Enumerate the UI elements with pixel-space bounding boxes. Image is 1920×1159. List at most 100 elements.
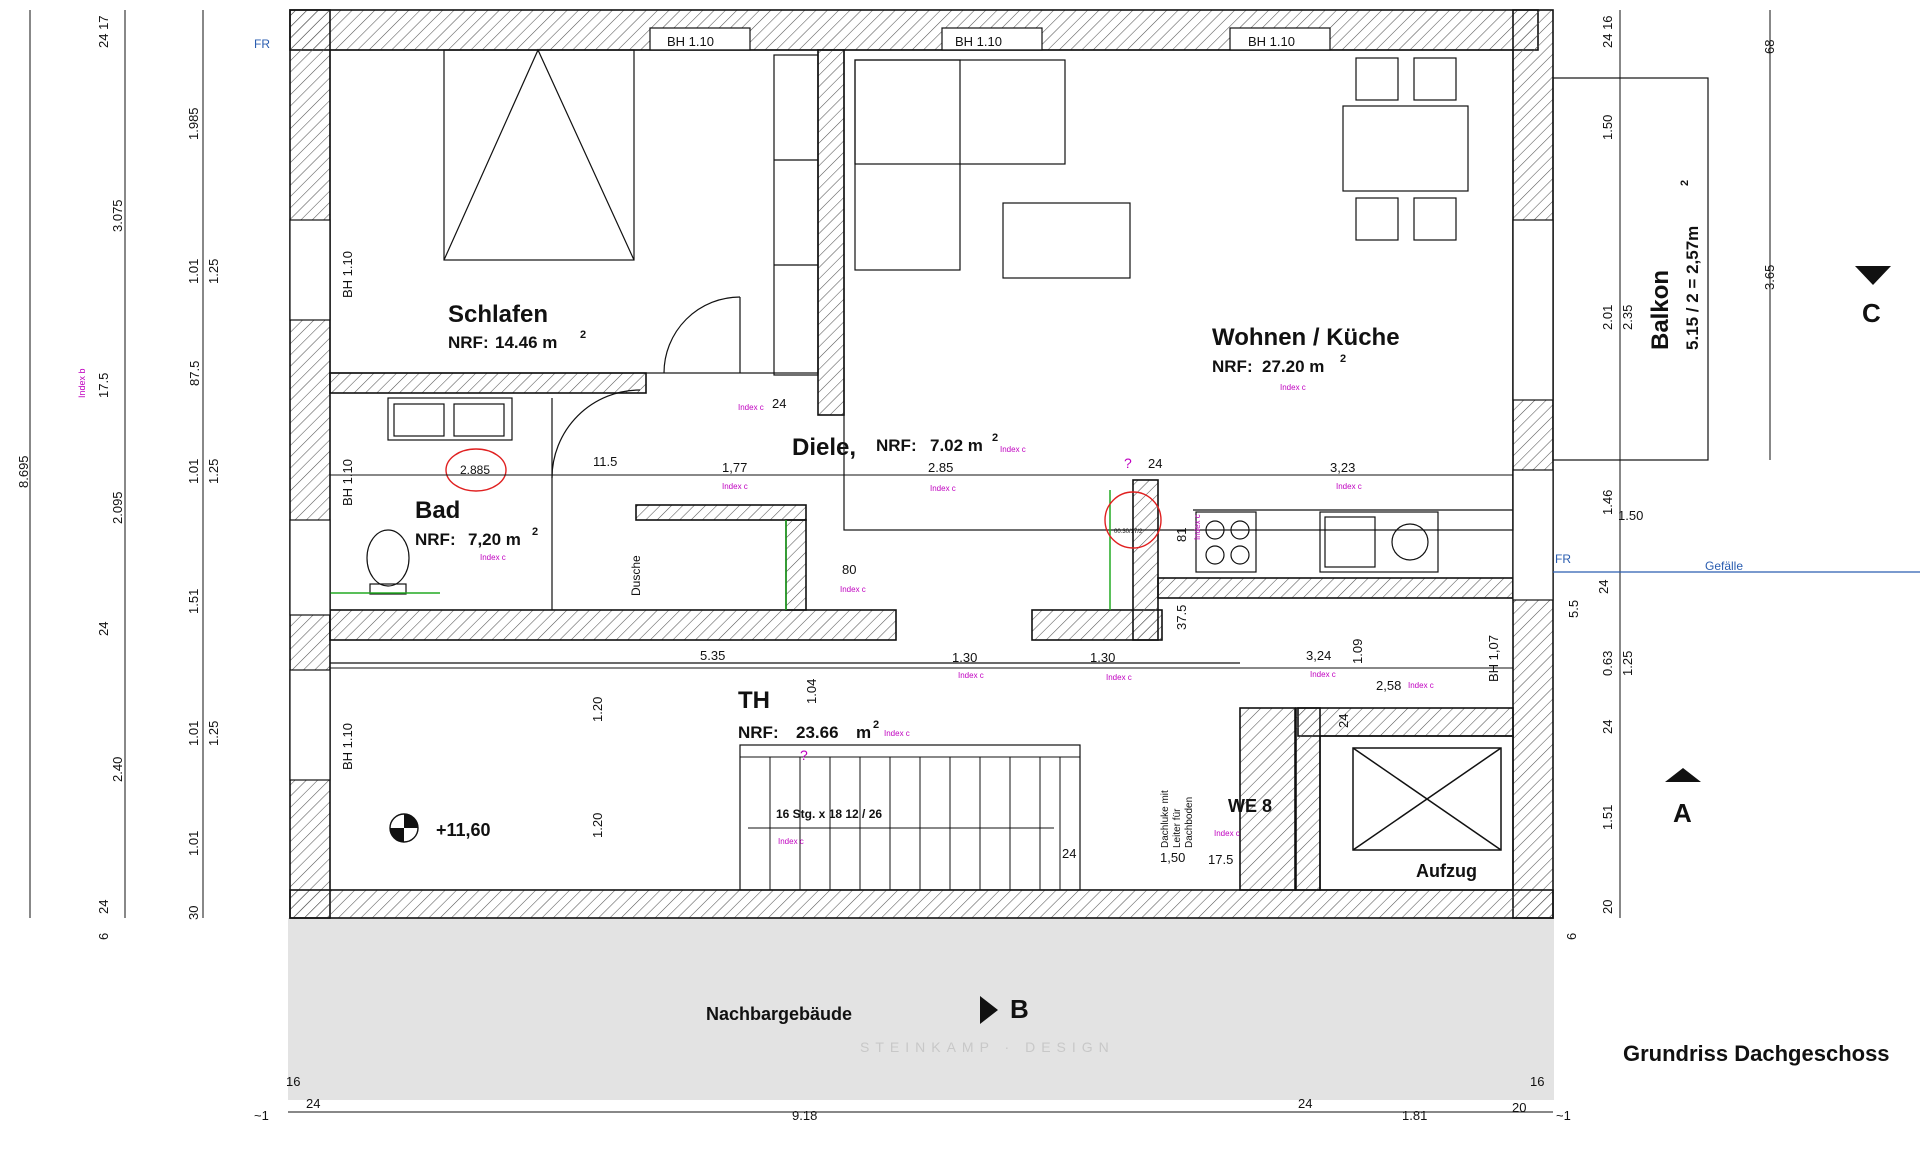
stair-treads xyxy=(740,756,1080,890)
index-c-8: Index c xyxy=(840,585,866,594)
index-c-6: Index c xyxy=(1336,482,1362,491)
left-inner-dim-10: 1.25 xyxy=(206,721,221,746)
dim-3-24: 3,24 xyxy=(1306,648,1331,663)
room-area-sup-th: 2 xyxy=(873,719,879,731)
question-mark-2: ? xyxy=(800,747,808,763)
dim-1-30b: 1.30 xyxy=(1090,650,1115,665)
dim-2-85: 2.85 xyxy=(928,460,953,475)
room-area-unit-th: m xyxy=(856,723,871,742)
left-inner-dim-2: 1.01 xyxy=(186,259,201,284)
elevator-shaft xyxy=(1319,735,1514,891)
room-area-diele: 7.02 m xyxy=(930,436,983,455)
bottom-dim-5: 1.81 xyxy=(1402,1108,1427,1123)
room-name-wohnen: Wohnen / Küche xyxy=(1212,324,1400,351)
index-c-5: Index c xyxy=(930,484,956,493)
dim-1-20a: 1.20 xyxy=(590,697,605,722)
left-inner-dim-1: 1.985 xyxy=(186,107,201,140)
dim-2-58: 2,58 xyxy=(1376,678,1401,693)
left-inner-dim-9: 1.01 xyxy=(186,721,201,746)
index-c-10: Index c xyxy=(1106,673,1132,682)
right-dim-11: 1.51 xyxy=(1600,805,1615,830)
bottom-dim-4: 24 xyxy=(1298,1096,1312,1111)
bottom-dim-8: ~1 xyxy=(254,1108,269,1123)
left-dim-4: 2.095 xyxy=(110,491,125,524)
red-markers xyxy=(445,448,1162,549)
window-label-side-3: BH 1.10 xyxy=(340,723,355,770)
dim-81: 81 xyxy=(1174,528,1189,542)
left-dim-bottom: 6 xyxy=(96,933,111,940)
index-c-12: Index c xyxy=(1408,681,1434,690)
index-c-15: Index c xyxy=(1214,829,1240,838)
right-dim-5: 1.46 xyxy=(1600,490,1615,515)
question-mark-1: ? xyxy=(1124,455,1132,471)
section-mark-c: C xyxy=(1862,298,1881,328)
left-dim-1: 24 17 xyxy=(96,15,111,48)
section-mark-a: A xyxy=(1673,798,1692,828)
fr-label-top: FR xyxy=(254,37,270,51)
room-area-bad: 7,20 m xyxy=(468,530,521,549)
index-c-1: Index c xyxy=(738,403,764,412)
bottom-dim-2: 24 xyxy=(306,1096,320,1111)
green-lines xyxy=(330,490,1111,610)
room-name-balkon: Balkon xyxy=(1647,270,1674,350)
index-c-2: Index c xyxy=(1280,383,1306,392)
dim-2-885: 2.885 xyxy=(460,463,490,477)
index-c-3: Index c xyxy=(1000,445,1026,454)
stairs-label: 16 Stg. x 18 12 / 26 xyxy=(776,807,882,821)
index-c-16: Index c xyxy=(1193,514,1202,540)
dim-37-5: 37.5 xyxy=(1174,605,1189,630)
furniture xyxy=(366,48,1513,891)
window-label-side-right: BH 1,07 xyxy=(1486,635,1501,682)
roof-hatch-line-3: Dachboden xyxy=(1184,797,1195,848)
section-mark-b: B xyxy=(1010,994,1029,1024)
dim-5-35: 5.35 xyxy=(700,648,725,663)
room-nrf-label-schlafen: NRF: xyxy=(448,333,489,352)
room-nrf-label-th: NRF: xyxy=(738,723,779,742)
dim-1-50: 1,50 xyxy=(1160,850,1185,865)
level-mark: +11,60 xyxy=(436,820,491,840)
roof-hatch-line-2: Leiter für xyxy=(1172,808,1183,848)
room-area-sup-schlafen: 2 xyxy=(580,329,586,341)
room-area-sup-wohnen: 2 xyxy=(1340,353,1346,365)
room-name-we8: WE 8 xyxy=(1228,796,1272,816)
window-label-top-2: BH 1.10 xyxy=(955,34,1002,49)
left-index-b: Index b xyxy=(77,368,87,398)
right-dim-6: 24 xyxy=(1596,580,1611,594)
left-dim-3: 87.5 xyxy=(187,361,202,386)
dim-1-20b: 1.20 xyxy=(590,813,605,838)
window-label-side-1: BH 1.10 xyxy=(340,251,355,298)
dim-24a: 24 xyxy=(772,396,786,411)
index-c-7: Index c xyxy=(480,553,506,562)
dim-1-30a: 1.30 xyxy=(952,650,977,665)
dim-3-23: 3,23 xyxy=(1330,460,1355,475)
room-name-bad: Bad xyxy=(415,497,460,524)
index-c-4: Index c xyxy=(722,482,748,491)
room-area-sup-diele: 2 xyxy=(992,432,998,444)
bottom-dim-6: 20 xyxy=(1512,1100,1526,1115)
balcony-dim: 1.50 xyxy=(1618,508,1643,523)
slope-label: Gefälle xyxy=(1705,559,1743,573)
left-inner-dim-12: 30 xyxy=(186,906,201,920)
bottom-dim-1: 16 xyxy=(286,1074,300,1089)
right-dim-bottom: 6 xyxy=(1564,933,1579,940)
plan-title: Grundriss Dachgeschoss xyxy=(1623,1041,1890,1066)
window-label-top-1: BH 1.10 xyxy=(667,34,714,49)
left-dim-total: 8.695 xyxy=(16,455,31,488)
dim-1-09: 1.09 xyxy=(1350,639,1365,664)
room-nrf-label-bad: NRF: xyxy=(415,530,456,549)
index-c-9: Index c xyxy=(958,671,984,680)
right-dim-10: 24 xyxy=(1600,720,1615,734)
bottom-dim-7: 16 xyxy=(1530,1074,1544,1089)
neighbor-building-label: Nachbargebäude xyxy=(706,1004,852,1024)
left-inner-dim-3: 1.25 xyxy=(206,259,221,284)
window-label-side-2: BH 1.10 xyxy=(340,459,355,506)
left-dim-7: 24 xyxy=(96,900,111,914)
right-outer-dim-2: 3.65 xyxy=(1762,265,1777,290)
left-inner-dim-7: 1.51 xyxy=(186,589,201,614)
right-dim-2: 1.50 xyxy=(1600,115,1615,140)
left-inner-dim-6: 1.25 xyxy=(206,459,221,484)
room-name-diele: Diele, xyxy=(792,434,856,461)
dim-0030: 00:30/17/2 xyxy=(1114,529,1143,535)
room-area-th: 23.66 xyxy=(796,723,839,742)
watermark: STEINKAMP · DESIGN xyxy=(860,1039,1115,1055)
